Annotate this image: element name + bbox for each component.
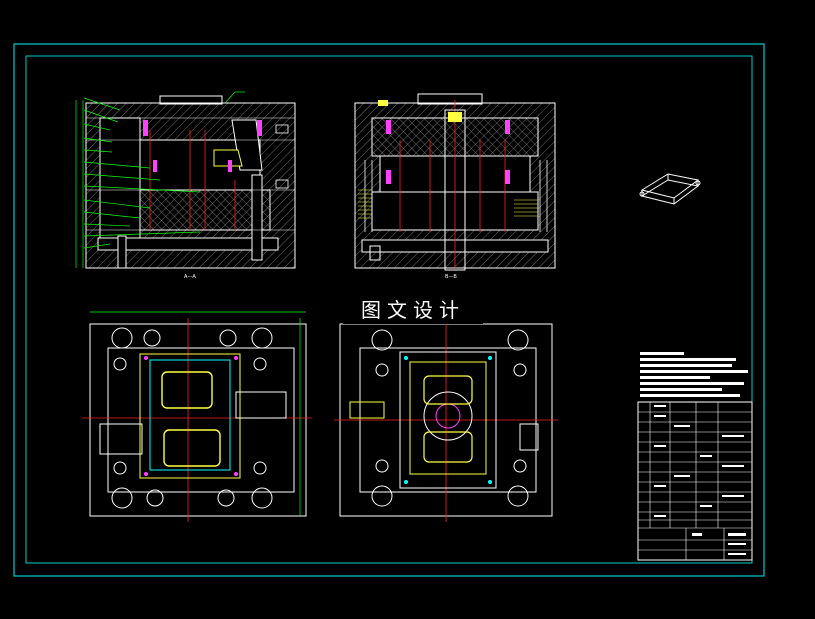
plan-view-fixed-half — [334, 318, 558, 522]
section-label-b: B—B — [445, 274, 457, 280]
outer-frame — [13, 43, 765, 577]
title-block — [637, 352, 753, 561]
plan-view-moving-half — [82, 311, 312, 522]
inner-frame — [25, 55, 753, 564]
isometric-part-sketch — [639, 173, 701, 205]
section-view-a: A—A — [75, 91, 296, 280]
section-label-a: A—A — [184, 274, 196, 280]
section-view-b: B—B — [354, 93, 556, 280]
watermark-text: 图文设计 — [343, 296, 483, 324]
